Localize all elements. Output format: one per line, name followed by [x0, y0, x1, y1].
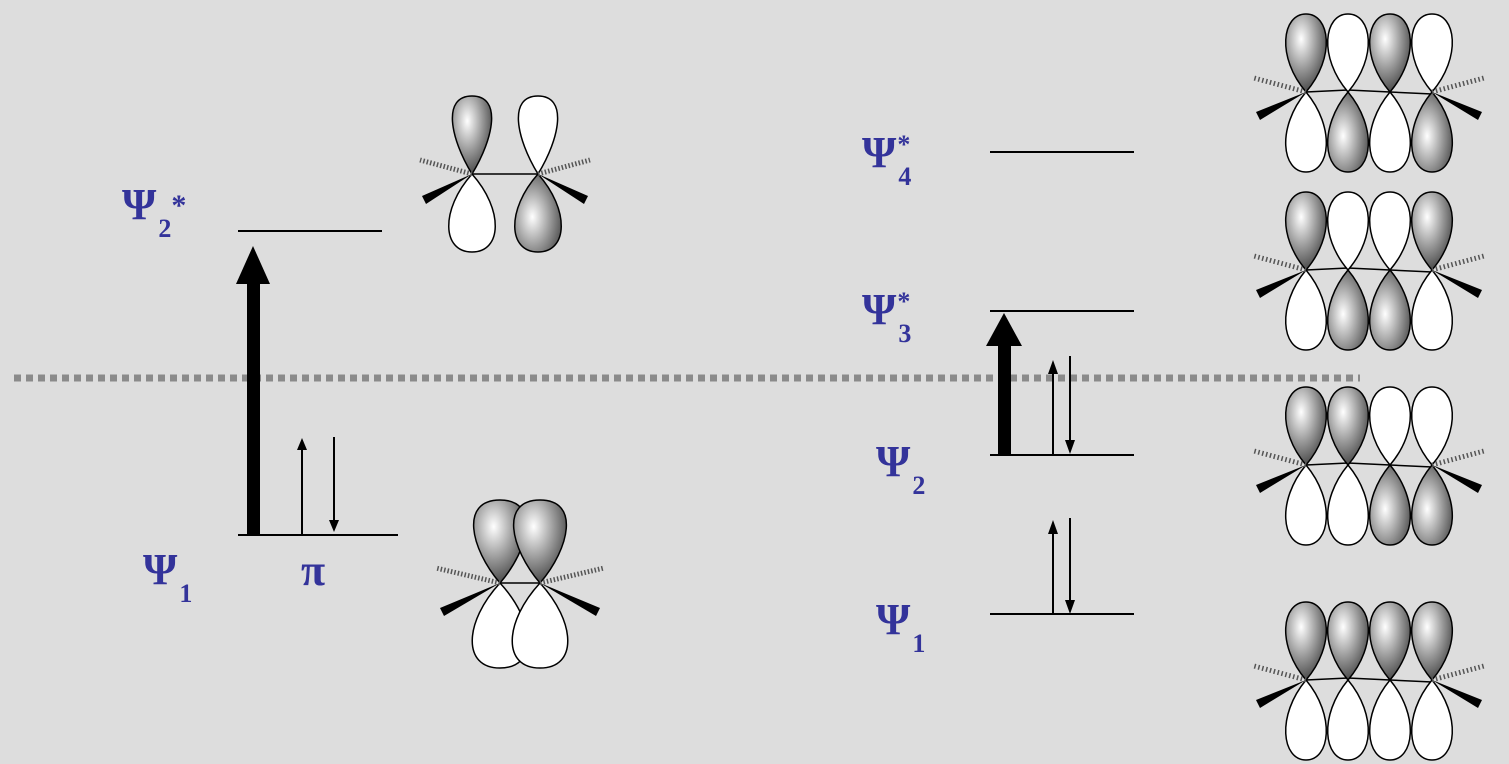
- butadiene-psi3-star-label: Ψ3*: [862, 285, 912, 348]
- butadiene-excitation-arrow-head: [986, 313, 1022, 346]
- butadiene-excitation-arrow-shaft: [998, 340, 1011, 455]
- butadiene-orbitals: [1253, 13, 1485, 761]
- ethylene-pi-star-orbital: [419, 95, 591, 253]
- excitation-arrow-head: [236, 246, 270, 284]
- ethylene-pi-orbital: [435, 499, 605, 669]
- ethylene-psi2-star-label: Ψ2*: [122, 180, 187, 243]
- butadiene-psi4-star-label: Ψ4*: [862, 128, 912, 191]
- ethylene-electron-pair: [297, 437, 339, 535]
- butadiene-psi3-orbital: [1253, 191, 1485, 351]
- ethylene-pi-label: π: [301, 546, 326, 595]
- butadiene-psi1-orbital: [1253, 601, 1485, 761]
- butadiene-psi2-orbital: [1253, 386, 1485, 546]
- ethylene-psi1-label: Ψ1: [143, 545, 193, 608]
- butadiene-psi1-label: Ψ1: [876, 595, 926, 658]
- butadiene-psi2-label: Ψ2: [876, 437, 926, 500]
- excitation-arrow-shaft: [247, 280, 260, 535]
- butadiene-psi1-electron-pair: [1048, 518, 1075, 614]
- butadiene-psi2-electron-pair: [1048, 356, 1075, 455]
- butadiene-psi4-orbital: [1253, 13, 1485, 173]
